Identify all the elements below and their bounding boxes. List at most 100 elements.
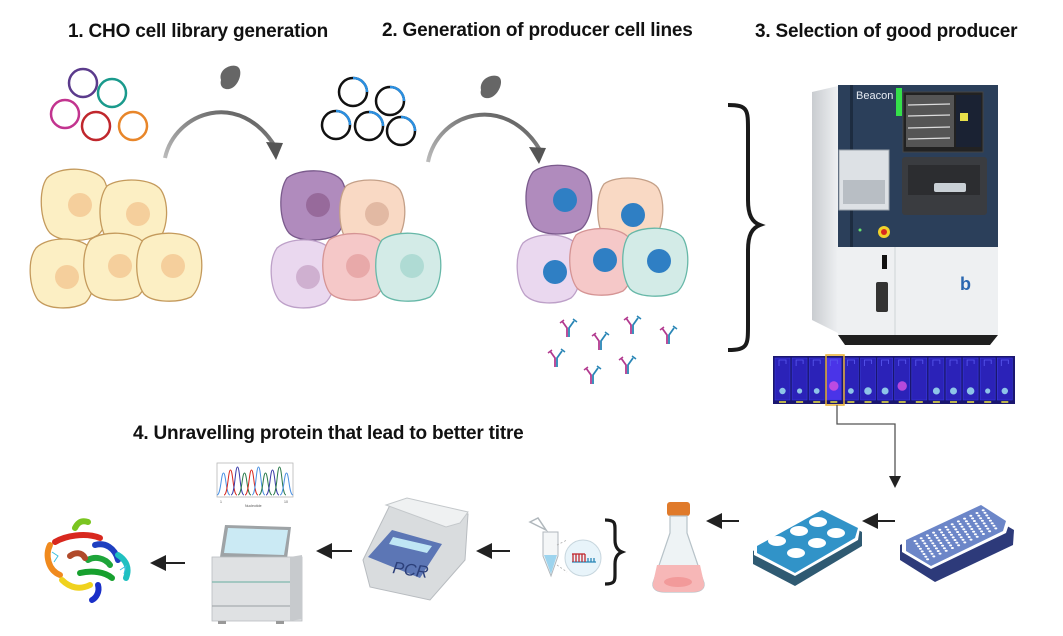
well — [918, 547, 922, 550]
transfection-reagent-icon — [220, 65, 241, 90]
chromatogram-xlabel: Nucleotide — [245, 504, 262, 508]
pcr-label: PCR — [391, 558, 429, 582]
well — [945, 539, 949, 542]
well — [983, 511, 987, 514]
pcr-machine: PCR — [362, 497, 469, 601]
producer-cells — [516, 164, 689, 304]
well — [973, 533, 977, 536]
pen-image — [791, 357, 808, 403]
antibody-icon — [583, 365, 602, 384]
library-cell — [270, 239, 336, 309]
well — [959, 536, 963, 539]
well — [963, 541, 967, 544]
well — [972, 520, 976, 522]
well — [936, 550, 940, 552]
well — [920, 550, 924, 553]
host-cell — [40, 168, 110, 242]
well — [964, 530, 968, 533]
antibody-icon — [591, 331, 610, 350]
step-2-title: 2. Generation of producer cell lines — [382, 20, 693, 41]
chromatogram-peak — [244, 469, 259, 496]
berkeley-lights-logo: b — [960, 274, 971, 294]
pen-image — [996, 357, 1013, 403]
well — [928, 550, 932, 553]
well — [956, 531, 960, 533]
well — [958, 523, 962, 525]
well — [922, 553, 926, 555]
pen-image — [945, 357, 962, 403]
well — [937, 539, 941, 542]
well — [935, 536, 939, 539]
chromatogram-x-end: 10 — [284, 500, 288, 504]
producer-cell — [525, 164, 593, 235]
well — [962, 528, 966, 531]
well — [950, 547, 954, 549]
well — [980, 530, 984, 533]
producer-cell — [569, 227, 635, 296]
rna-strand-icon — [572, 553, 596, 563]
curly-brace-icon — [727, 103, 766, 352]
well — [930, 552, 934, 555]
well — [931, 542, 935, 545]
well — [984, 525, 988, 527]
well — [925, 545, 929, 547]
well — [934, 547, 938, 550]
well — [994, 527, 998, 530]
host-cell — [136, 232, 203, 302]
step-1-title: 1. CHO cell library generation — [68, 21, 329, 42]
well — [954, 528, 958, 531]
well — [976, 525, 980, 528]
well — [951, 536, 955, 539]
pen-image — [808, 357, 825, 403]
well — [970, 528, 974, 530]
chromatogram-peak — [265, 469, 280, 496]
rna-sample-tube — [528, 517, 602, 578]
well — [919, 537, 923, 540]
transfection-arrow-icon — [426, 75, 546, 164]
well — [942, 547, 946, 550]
well — [925, 534, 929, 537]
well — [932, 555, 936, 558]
chromatogram-peak — [279, 472, 294, 496]
well — [981, 533, 985, 535]
step-4-title: 4. Unravelling protein that lead to bett… — [133, 423, 524, 444]
well — [956, 520, 960, 523]
producer-cell — [622, 227, 689, 297]
plasmid-library-icon — [49, 67, 149, 142]
well — [961, 538, 965, 541]
shake-flask — [652, 502, 705, 593]
96-well-plate — [900, 503, 1014, 582]
well — [932, 531, 936, 534]
well — [975, 512, 979, 514]
secreted-antibodies — [547, 315, 678, 384]
chromatogram-x-start: 1 — [220, 500, 222, 504]
pen-image — [894, 357, 911, 403]
curly-brace-icon — [604, 518, 627, 586]
pen-image — [962, 357, 979, 403]
well — [975, 535, 979, 538]
step-3-title: 3. Selection of good producer — [755, 21, 1018, 42]
well — [964, 520, 968, 523]
pen-image — [979, 357, 996, 403]
selected-pen-highlight — [825, 354, 845, 406]
well — [944, 526, 948, 528]
pen-image — [825, 357, 842, 403]
library-cell — [322, 232, 388, 301]
well — [917, 545, 921, 548]
well — [923, 542, 927, 545]
host-cho-cells — [29, 168, 203, 309]
well — [979, 517, 983, 520]
chromatogram-peak — [272, 466, 287, 496]
well — [988, 519, 992, 522]
well — [990, 522, 994, 525]
pen-image — [860, 357, 876, 403]
flask-cap — [667, 502, 690, 516]
well — [968, 525, 972, 528]
sequencing-chromatogram: 1 10 Nucleotide — [216, 462, 294, 508]
well — [969, 514, 973, 517]
instrument-name: Beacon — [856, 90, 893, 102]
well — [969, 538, 973, 541]
well — [988, 530, 992, 533]
well — [957, 533, 961, 536]
well — [960, 525, 964, 528]
